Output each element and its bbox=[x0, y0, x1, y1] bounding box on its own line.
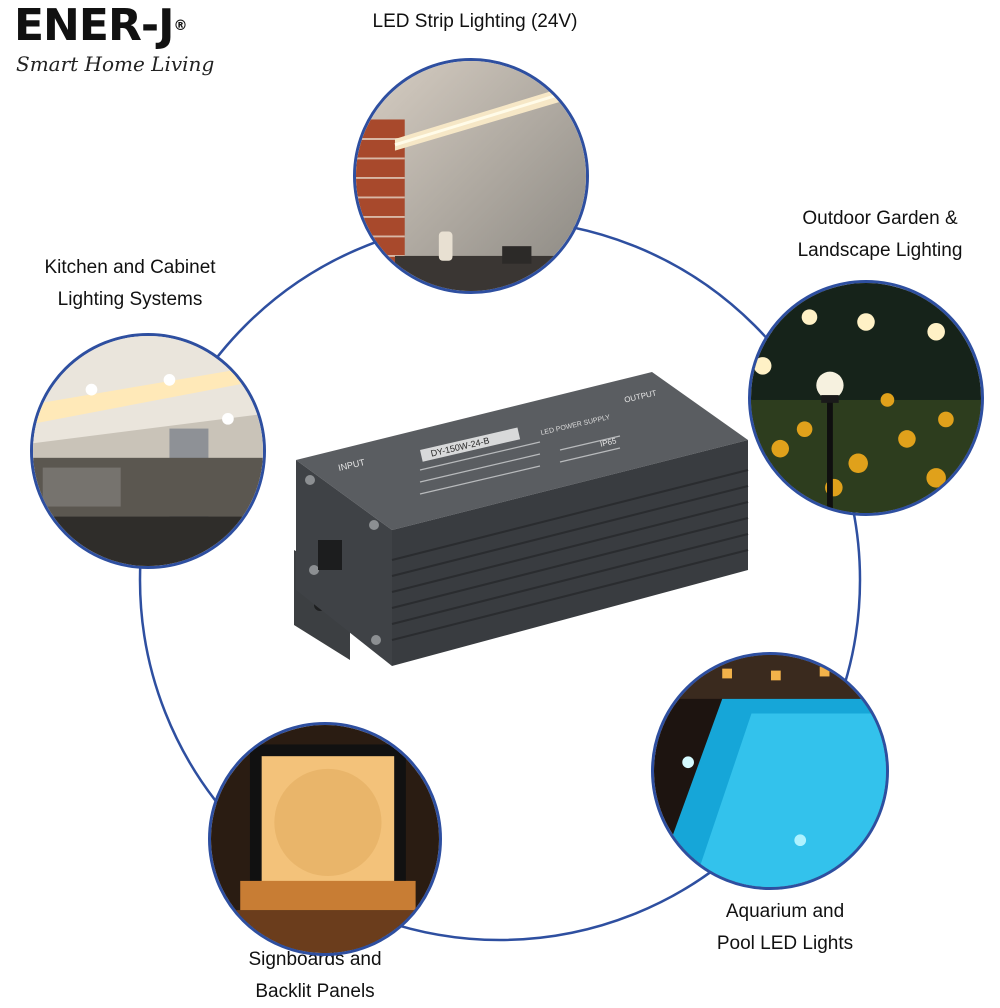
label-garden: Outdoor Garden & Landscape Lighting bbox=[797, 208, 963, 261]
label-kitchen: Kitchen and Cabinet Lighting Systems bbox=[44, 257, 216, 310]
pool-photo bbox=[651, 652, 889, 890]
kitchen-photo bbox=[30, 333, 266, 569]
signboard-photo bbox=[208, 722, 442, 956]
power-supply-unit: INPUT DY-150W-24-B LED POWER SUPPLY IP65… bbox=[290, 370, 750, 670]
brand-logo: ENER-J® bbox=[14, 0, 187, 51]
label-pool: Aquarium and Pool LED Lights bbox=[716, 901, 854, 954]
led-strip-photo bbox=[353, 58, 589, 294]
brand-logo-block: ENER-J® Smart Home Living bbox=[14, 4, 254, 84]
label-signboards: Signboards and Backlit Panels bbox=[248, 949, 382, 1002]
brand-tagline: Smart Home Living bbox=[16, 52, 215, 76]
garden-photo bbox=[748, 280, 984, 516]
label-led-strip: LED Strip Lighting (24V) bbox=[372, 11, 578, 32]
